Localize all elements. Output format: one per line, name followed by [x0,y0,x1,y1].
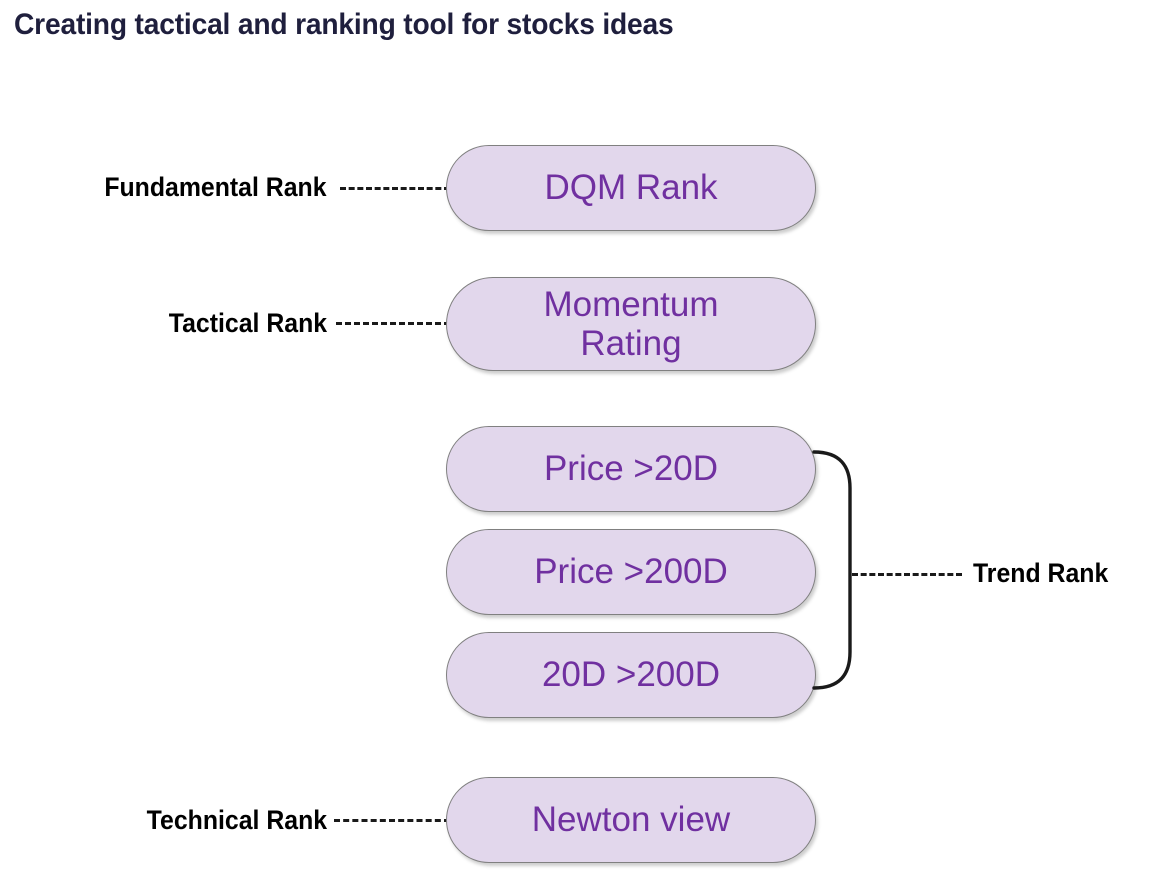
node-20d-gt-200d[interactable]: 20D >200D [446,632,816,718]
node-momentum-rating-label-line1: Momentum [543,284,719,324]
node-price-gt-200d-label: Price >200D [534,552,728,592]
node-newton-view-label: Newton view [531,800,731,840]
connector-fundamental-to-dqm [340,187,450,190]
node-momentum-rating[interactable]: Momentum Rating [446,277,816,371]
node-price-gt-20d-label: Price >20D [543,449,719,489]
page-title: Creating tactical and ranking tool for s… [14,8,674,41]
connector-trend-to-group [852,573,962,576]
node-price-gt-200d[interactable]: Price >200D [446,529,816,615]
rank-label-tactical: Tactical Rank [168,308,327,338]
node-20d-gt-200d-label: 20D >200D [541,655,721,695]
group-bracket-trend [812,450,852,690]
rank-label-fundamental: Fundamental Rank [104,172,327,202]
node-momentum-rating-label-line2: Rating [580,324,682,363]
node-newton-view[interactable]: Newton view [446,777,816,863]
connector-tactical-to-momentum [336,322,450,325]
node-price-gt-20d[interactable]: Price >20D [446,426,816,512]
node-dqm-rank-label: DQM Rank [544,168,718,208]
connector-technical-to-newton [334,819,450,822]
rank-label-technical: Technical Rank [146,805,327,835]
node-dqm-rank[interactable]: DQM Rank [446,145,816,231]
rank-label-trend: Trend Rank [973,558,1109,588]
